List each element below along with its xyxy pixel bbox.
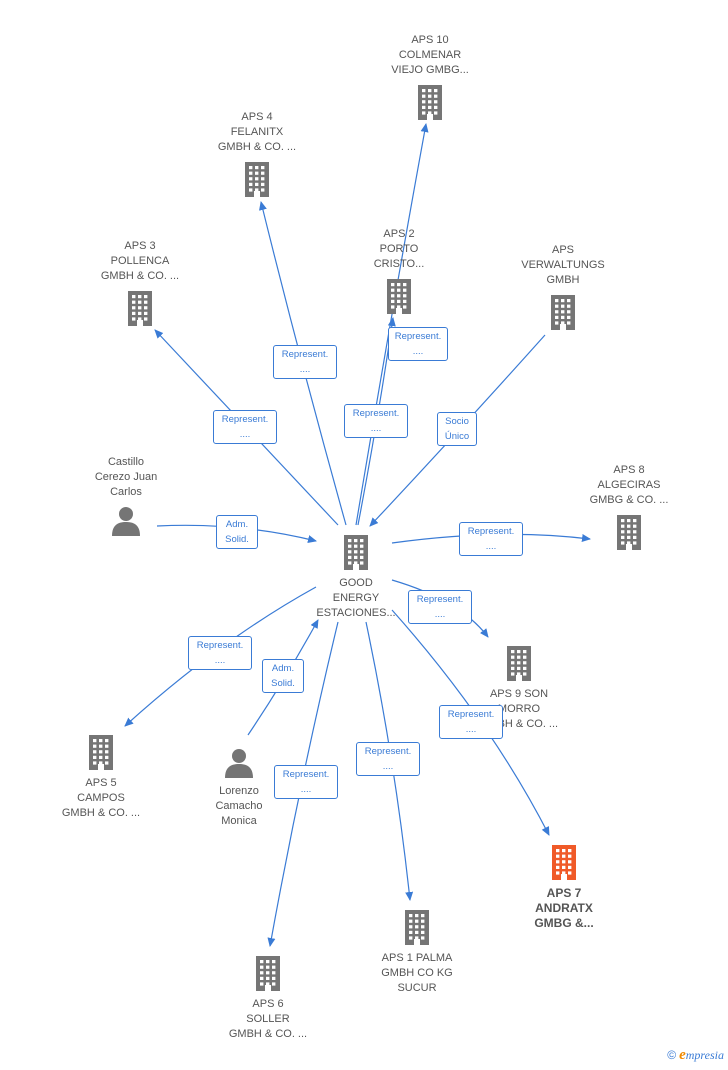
edge-label[interactable]: Represent. .... <box>213 410 277 444</box>
node-lorenzo[interactable]: Lorenzo Camacho Monica <box>179 748 299 829</box>
building-icon <box>89 735 113 770</box>
brand-initial: e <box>679 1047 686 1063</box>
building-icon <box>344 535 368 570</box>
node-aps10[interactable]: APS 10 COLMENAR VIEJO GMBG... <box>370 33 490 120</box>
node-label: APS VERWALTUNGS GMBH <box>521 244 605 286</box>
edge-label[interactable]: Represent. .... <box>408 590 472 624</box>
node-aps3[interactable]: APS 3 POLLENCA GMBH & CO. ... <box>80 239 200 326</box>
edge-label[interactable]: Represent. .... <box>273 345 337 379</box>
edge-label[interactable]: Represent. .... <box>356 742 420 776</box>
building-icon <box>617 515 641 550</box>
edge-center-aps10 <box>355 123 429 526</box>
building-icon <box>551 295 575 330</box>
empresia-logo: ©empresia <box>667 1047 724 1064</box>
node-apsv[interactable]: APS VERWALTUNGS GMBH <box>503 243 623 330</box>
edge-label[interactable]: Represent. .... <box>459 522 523 556</box>
node-label: APS 5 CAMPOS GMBH & CO. ... <box>61 777 141 819</box>
person-icon <box>112 507 140 536</box>
node-castillo[interactable]: Castillo Cerezo Juan Carlos <box>66 455 186 536</box>
building-icon <box>552 845 576 880</box>
edge-label[interactable]: Represent. .... <box>274 765 338 799</box>
node-aps6[interactable]: APS 6 SOLLER GMBH & CO. ... <box>208 955 328 1042</box>
edge-label[interactable]: Represent. .... <box>344 404 408 438</box>
node-label: APS 10 COLMENAR VIEJO GMBG... <box>391 34 469 76</box>
node-aps7[interactable]: APS 7 ANDRATX GMBG &... <box>504 844 624 931</box>
building-icon <box>256 956 280 991</box>
node-label: Lorenzo Camacho Monica <box>215 785 263 827</box>
node-aps8[interactable]: APS 8 ALGECIRAS GMBG & CO. ... <box>569 463 689 550</box>
building-icon <box>128 291 152 326</box>
copyright-symbol: © <box>667 1048 677 1062</box>
building-icon <box>405 910 429 945</box>
node-aps5[interactable]: APS 5 CAMPOS GMBH & CO. ... <box>41 734 161 821</box>
edge-label[interactable]: Represent. .... <box>439 705 503 739</box>
person-icon <box>225 749 253 778</box>
node-label: APS 7 ANDRATX GMBG &... <box>534 886 594 930</box>
edge-label[interactable]: Adm. Solid. <box>262 659 304 693</box>
edge-label[interactable]: Adm. Solid. <box>216 515 258 549</box>
building-icon <box>507 646 531 681</box>
node-aps4[interactable]: APS 4 FELANITX GMBH & CO. ... <box>197 110 317 197</box>
edge-label[interactable]: Represent. .... <box>388 327 448 361</box>
node-label: APS 2 PORTO CRISTO... <box>373 228 425 270</box>
building-icon <box>387 279 411 314</box>
edge-label[interactable]: Represent. .... <box>188 636 252 670</box>
node-label: APS 3 POLLENCA GMBH & CO. ... <box>100 240 180 282</box>
node-aps1[interactable]: APS 1 PALMA GMBH CO KG SUCUR <box>357 909 477 996</box>
building-icon <box>245 162 269 197</box>
brand-name: mpresia <box>685 1048 724 1062</box>
node-label: GOOD ENERGY ESTACIONES... <box>316 577 396 619</box>
node-center[interactable]: GOOD ENERGY ESTACIONES... <box>296 534 416 621</box>
edge-label[interactable]: Socio Único <box>437 412 477 446</box>
node-aps2[interactable]: APS 2 PORTO CRISTO... <box>339 227 459 314</box>
node-label: Castillo Cerezo Juan Carlos <box>94 456 158 498</box>
node-label: APS 4 FELANITX GMBH & CO. ... <box>217 111 297 153</box>
node-label: APS 8 ALGECIRAS GMBG & CO. ... <box>589 464 669 506</box>
node-label: APS 6 SOLLER GMBH & CO. ... <box>228 998 308 1040</box>
node-label: APS 1 PALMA GMBH CO KG SUCUR <box>381 952 453 994</box>
building-icon <box>418 85 442 120</box>
